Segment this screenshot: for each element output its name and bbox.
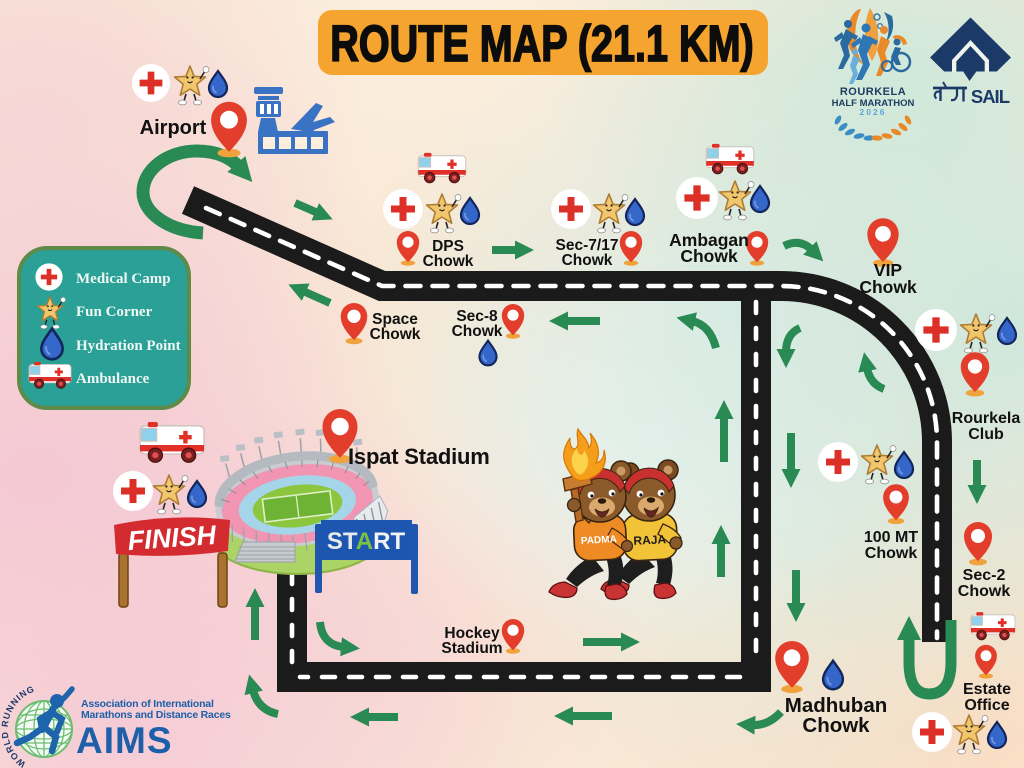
svg-text:VIP: VIP: [874, 260, 903, 280]
svg-text:Space: Space: [372, 311, 418, 328]
svg-text:Club: Club: [968, 426, 1004, 443]
svg-text:Sec-8: Sec-8: [456, 308, 498, 325]
svg-text:Medical Camp: Medical Camp: [76, 271, 171, 287]
svg-text:Chowk: Chowk: [423, 253, 474, 270]
svg-text:Rourkela: Rourkela: [952, 410, 1021, 427]
svg-text:Association of International: Association of International: [81, 698, 214, 710]
svg-text:START: START: [327, 528, 406, 555]
svg-text:Chowk: Chowk: [859, 277, 917, 297]
svg-text:Chowk: Chowk: [865, 545, 918, 562]
svg-text:Ambulance: Ambulance: [76, 371, 150, 387]
svg-text:DPS: DPS: [432, 238, 464, 255]
svg-text:AIMS: AIMS: [76, 720, 173, 761]
svg-text:Sec-7/17: Sec-7/17: [556, 237, 619, 254]
svg-text:2026: 2026: [860, 107, 887, 117]
svg-text:Stadium: Stadium: [441, 640, 502, 657]
svg-text:Chowk: Chowk: [802, 714, 870, 737]
svg-text:Madhuban: Madhuban: [785, 694, 888, 717]
svg-text:Chowk: Chowk: [370, 326, 421, 343]
svg-text:Chowk: Chowk: [958, 583, 1011, 600]
svg-text:Chowk: Chowk: [452, 323, 503, 340]
svg-text:ROUTE MAP (21.1 KM): ROUTE MAP (21.1 KM): [330, 15, 753, 72]
svg-text:Ispat Stadium: Ispat Stadium: [348, 444, 490, 469]
svg-text:100 MT: 100 MT: [864, 529, 918, 546]
svg-text:FINISH: FINISH: [127, 520, 218, 556]
svg-text:ROURKELA: ROURKELA: [840, 86, 906, 98]
svg-text:Ambagan: Ambagan: [669, 230, 749, 250]
svg-text:Sec-2: Sec-2: [963, 567, 1006, 584]
svg-text:Hydration Point: Hydration Point: [76, 338, 181, 354]
svg-text:Chowk: Chowk: [562, 252, 613, 269]
svg-text:PADMA: PADMA: [581, 534, 617, 547]
svg-text:Fun Corner: Fun Corner: [76, 304, 153, 320]
svg-text:Chowk: Chowk: [680, 246, 738, 266]
svg-text:SAIL: SAIL: [971, 86, 1010, 107]
svg-text:RAJA: RAJA: [633, 532, 667, 548]
svg-text:Airport: Airport: [140, 117, 207, 139]
svg-text:Hockey: Hockey: [444, 625, 500, 642]
svg-text:Office: Office: [964, 697, 1009, 714]
svg-text:HALF MARATHON: HALF MARATHON: [832, 98, 915, 109]
svg-text:Marathons and Distance Races: Marathons and Distance Races: [81, 709, 231, 721]
svg-text:Estate: Estate: [963, 681, 1011, 698]
